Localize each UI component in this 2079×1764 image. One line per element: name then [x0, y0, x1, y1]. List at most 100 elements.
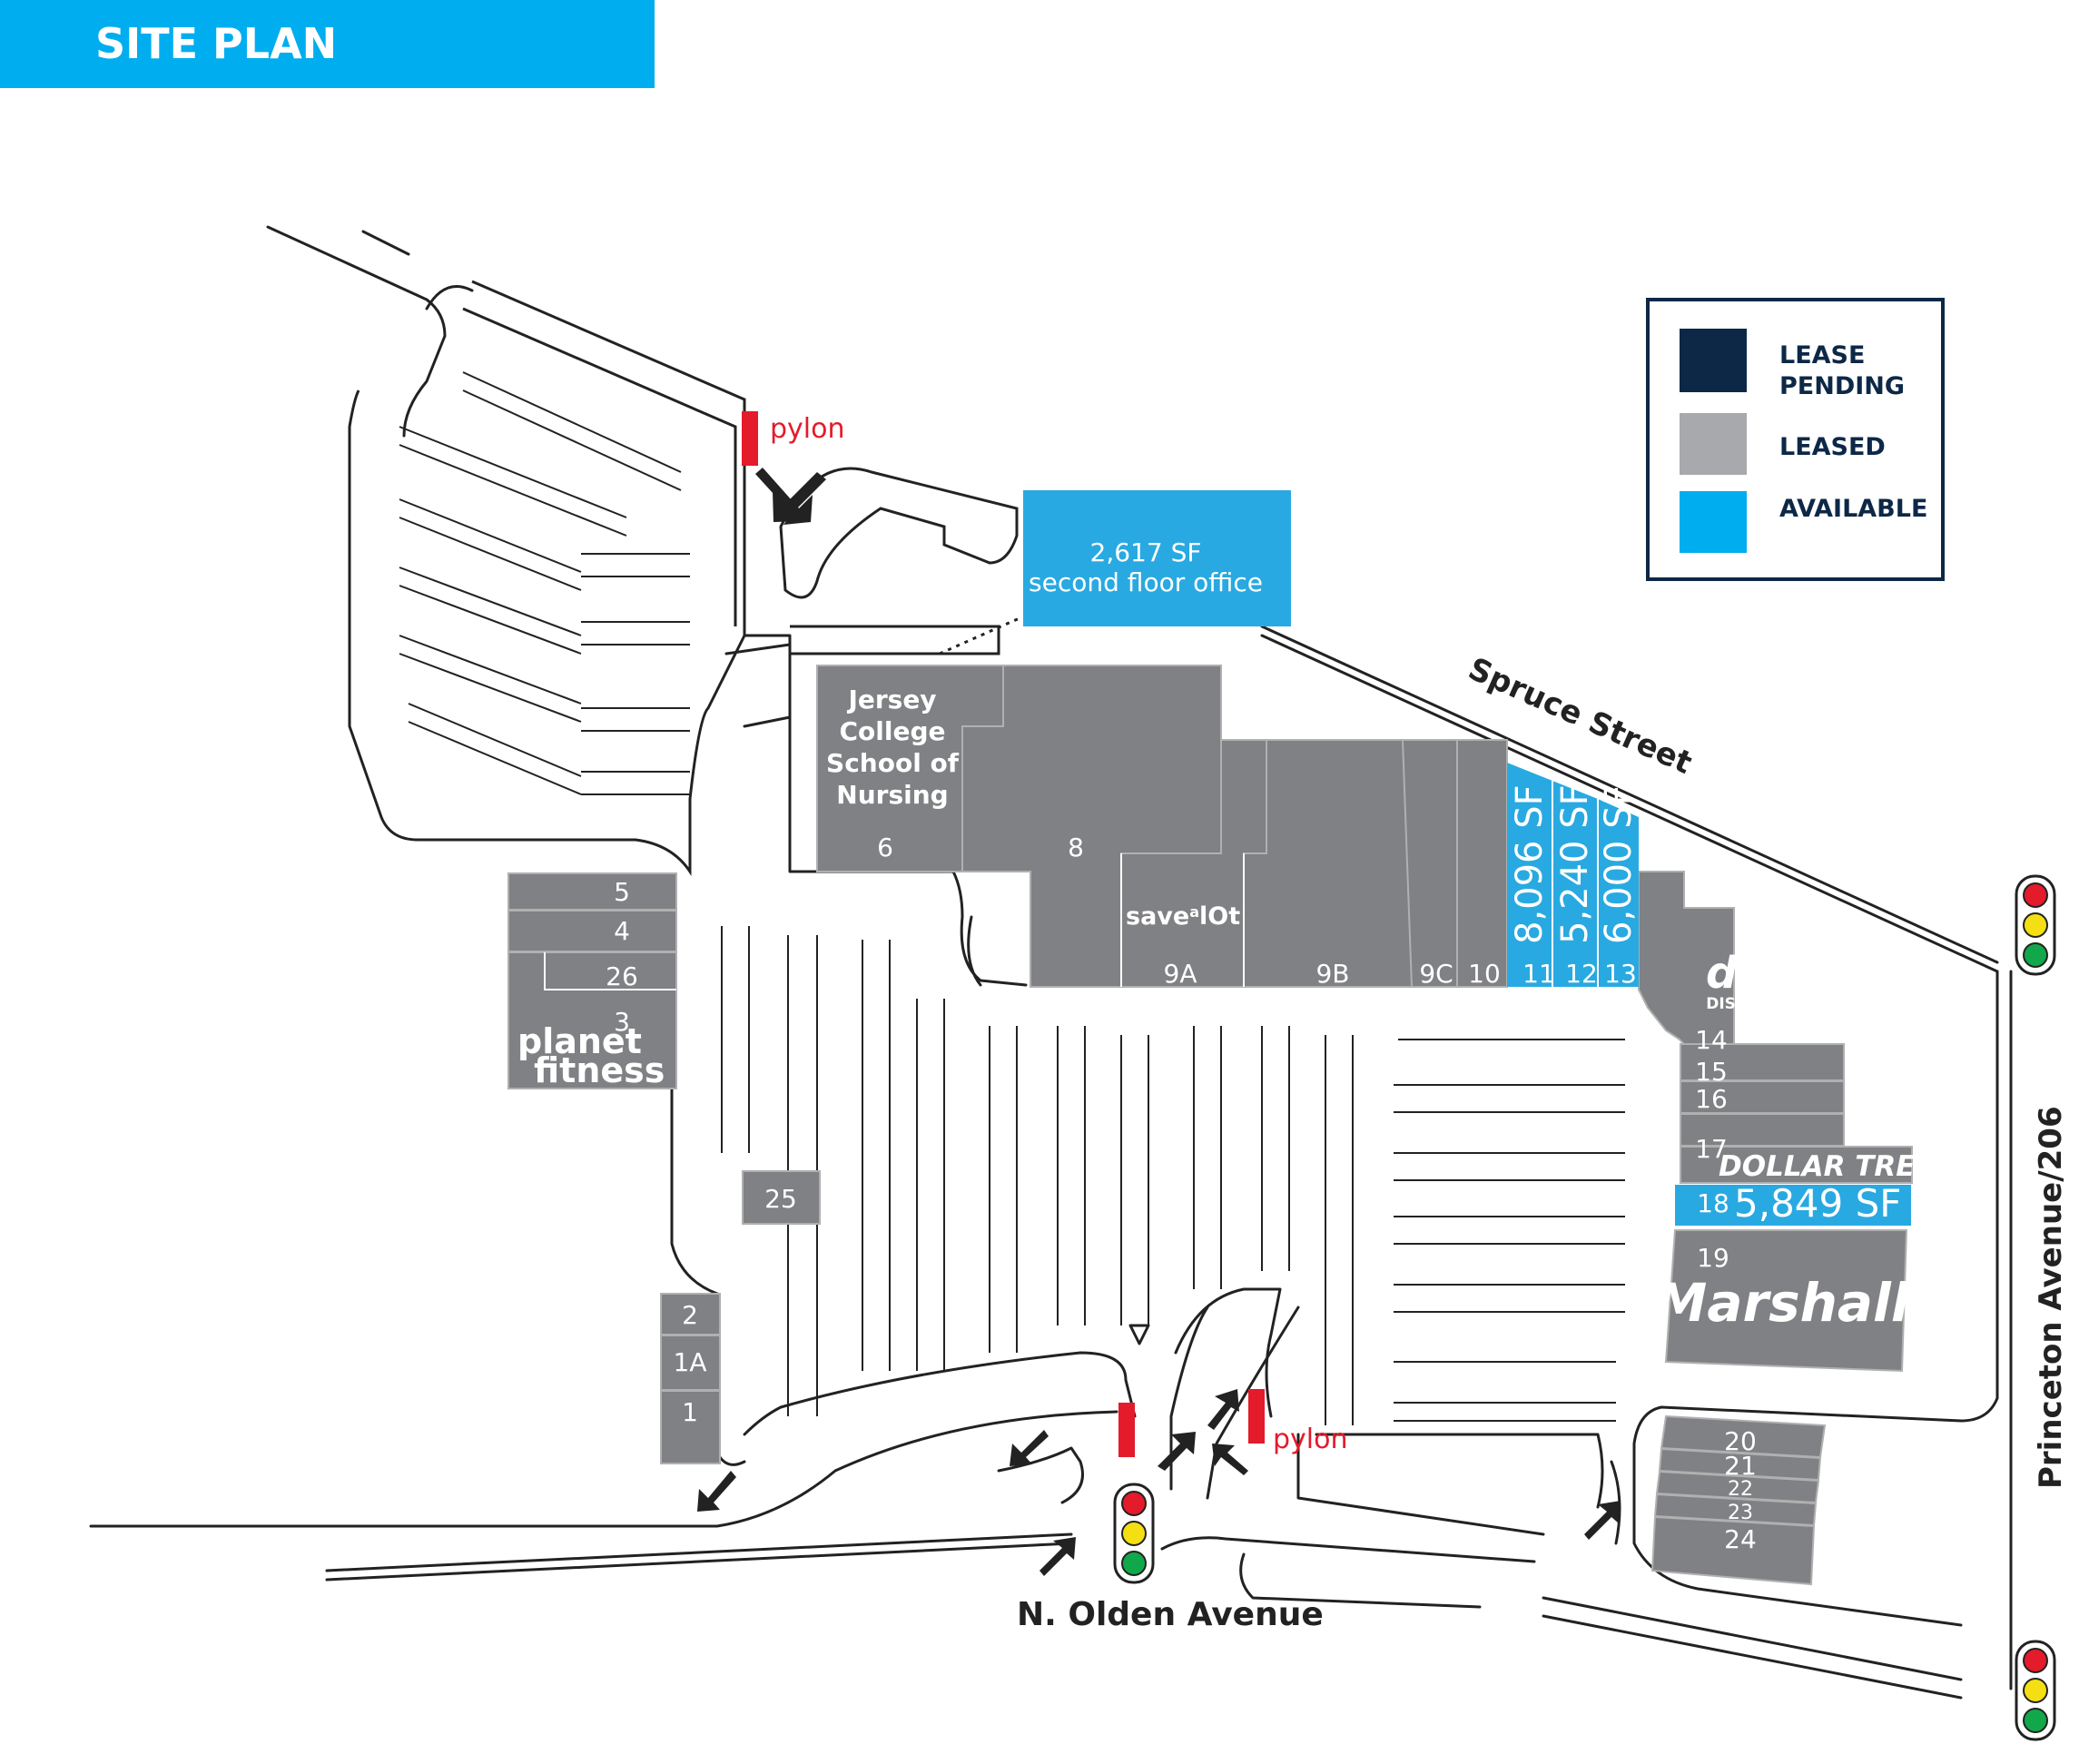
unit-21-label: 21 — [1724, 1451, 1757, 1481]
unit-9b-label: 9B — [1315, 959, 1349, 989]
unit-13-size: 6,000 SF — [1598, 784, 1640, 944]
unit-5-label: 5 — [614, 877, 630, 907]
unit-22-label: 22 — [1728, 1478, 1753, 1501]
arrow-east-enter — [1584, 1501, 1621, 1540]
legend-swatch-leased — [1680, 413, 1747, 475]
dollar-tree-logo: DOLLAR TREE — [1719, 1150, 1935, 1183]
unit-1[interactable] — [660, 1390, 721, 1464]
entry-arrows — [697, 468, 1621, 1576]
traffic-light-princeton-north — [2015, 874, 2056, 976]
unit-14-label: 14 — [1695, 1025, 1728, 1055]
unit-14[interactable] — [1680, 1043, 1845, 1081]
pylons: pylon pylon — [742, 411, 1348, 1457]
unit-10[interactable] — [1456, 739, 1508, 988]
unit-10-label: 10 — [1468, 959, 1501, 989]
unit-5[interactable] — [507, 872, 677, 911]
unit-18[interactable] — [1675, 1185, 1911, 1226]
office-2617sf[interactable] — [1023, 490, 1291, 626]
available-spaces — [1023, 490, 1911, 1226]
header-bar — [0, 0, 655, 88]
planet-fitness-line2: fitness — [534, 1050, 665, 1090]
unit-19-label: 19 — [1697, 1243, 1729, 1273]
office-size: 2,617 SF — [1090, 537, 1202, 567]
legend-label-lease-pending-1: LEASE — [1779, 341, 1865, 370]
legend-label-lease-pending-2: PENDING — [1779, 372, 1905, 400]
unit-9a-label: 9A — [1164, 959, 1197, 989]
jersey-college-line4: Nursing — [836, 780, 948, 810]
jersey-college-line1: Jersey — [846, 685, 936, 714]
arrow-south-enter-right — [1212, 1444, 1248, 1475]
available-dividers — [1552, 781, 1599, 987]
legend: LEASE PENDING LEASED AVAILABLE — [1646, 298, 1945, 581]
legend-label-leased: LEASED — [1779, 433, 1886, 461]
jersey-college-line3: School of — [826, 748, 960, 778]
olden-avenue-label: N. Olden Avenue — [1017, 1596, 1324, 1633]
unit-17-dollar-tree[interactable] — [1680, 1146, 1913, 1184]
unit-1a-label: 1A — [674, 1347, 707, 1377]
unit-numbers: 5 4 26 3 25 2 1A 1 6 8 9A 9B 9C 10 11 12… — [606, 833, 1757, 1554]
dds-subtitle: DISCOUNTS — [1706, 995, 1807, 1013]
unit-19-marshalls[interactable] — [1664, 1229, 1908, 1373]
unit-16[interactable] — [1680, 1113, 1845, 1147]
unit-18-label: 18 — [1697, 1188, 1729, 1218]
arrow-olden-enter — [1040, 1537, 1076, 1576]
parking-stripes — [399, 371, 1625, 1425]
unit-3-label: 3 — [614, 1007, 630, 1037]
leased-buildings — [507, 665, 1913, 1586]
unit-4[interactable] — [507, 910, 677, 952]
unit-23-label: 23 — [1728, 1502, 1753, 1524]
legend-swatch-available — [1680, 491, 1747, 553]
road-network — [89, 225, 2013, 1700]
unit-8-label: 8 — [1068, 833, 1084, 862]
dds-logo: dd's — [1706, 948, 1808, 999]
unit-11-label: 11 — [1522, 959, 1555, 989]
unit-11-size: 8,096 SF — [1509, 784, 1551, 944]
jersey-college-line2: College — [839, 716, 945, 746]
unit-1a[interactable] — [660, 1335, 721, 1391]
pylon-marker-south-right — [1248, 1389, 1265, 1444]
unit-3-planet-fitness[interactable] — [507, 951, 677, 1089]
unit-12-label: 12 — [1565, 959, 1598, 989]
unit-12[interactable] — [1552, 781, 1598, 987]
arrow-north-out — [773, 472, 826, 522]
tenant-names: Jersey College School of Nursing planet … — [517, 685, 1940, 1334]
unit-24-label: 24 — [1724, 1524, 1757, 1554]
unit-2-label: 2 — [682, 1300, 698, 1330]
unit-15[interactable] — [1680, 1080, 1845, 1114]
traffic-light-princeton-south — [2015, 1640, 2056, 1741]
unit-13-label: 13 — [1604, 959, 1637, 989]
pylon-marker-north — [742, 411, 758, 466]
pylon-marker-south-left — [1118, 1403, 1135, 1457]
unit-1-label: 1 — [682, 1397, 698, 1427]
princeton-avenue-label: Princeton Avenue/206 — [2033, 1106, 2069, 1489]
unit-dividers — [544, 853, 1245, 990]
arrow-north-in — [755, 468, 813, 525]
arrow-west-exit — [697, 1471, 736, 1512]
unit-9c[interactable] — [1401, 739, 1458, 988]
legend-swatch-lease-pending — [1680, 329, 1747, 392]
unit-25[interactable] — [742, 1170, 821, 1225]
unit-18-size: 5,849 SF — [1734, 1181, 1901, 1226]
unit-20-label: 20 — [1724, 1426, 1757, 1456]
unit-11[interactable] — [1507, 763, 1552, 987]
traffic-light-olden — [1113, 1483, 1155, 1584]
planet-fitness-line1: planet — [517, 1021, 642, 1061]
unit-6-label: 6 — [877, 833, 893, 862]
arrow-south-enter-left — [1158, 1432, 1196, 1471]
page-title: SITE PLAN — [95, 19, 337, 68]
office-description: second floor office — [1029, 567, 1263, 597]
unit-25-label: 25 — [764, 1184, 797, 1214]
unit-16-label: 16 — [1695, 1084, 1728, 1114]
marshalls-logo: Marshalls — [1655, 1272, 1941, 1334]
legend-label-available: AVAILABLE — [1779, 495, 1927, 523]
unit-24[interactable] — [1650, 1515, 1816, 1586]
unit-17-label: 17 — [1695, 1134, 1728, 1164]
unit-13[interactable] — [1598, 799, 1639, 987]
traffic-lights — [1113, 874, 2056, 1741]
available-size-labels: 2,617 SF second floor office 8,096 SF 5,… — [1029, 537, 1901, 1226]
unit-12-size: 5,240 SF — [1554, 784, 1596, 944]
unit-26-label: 26 — [606, 961, 638, 991]
unit-9c-label: 9C — [1419, 959, 1453, 989]
save-a-lot-logo: savealOt — [1126, 902, 1240, 931]
